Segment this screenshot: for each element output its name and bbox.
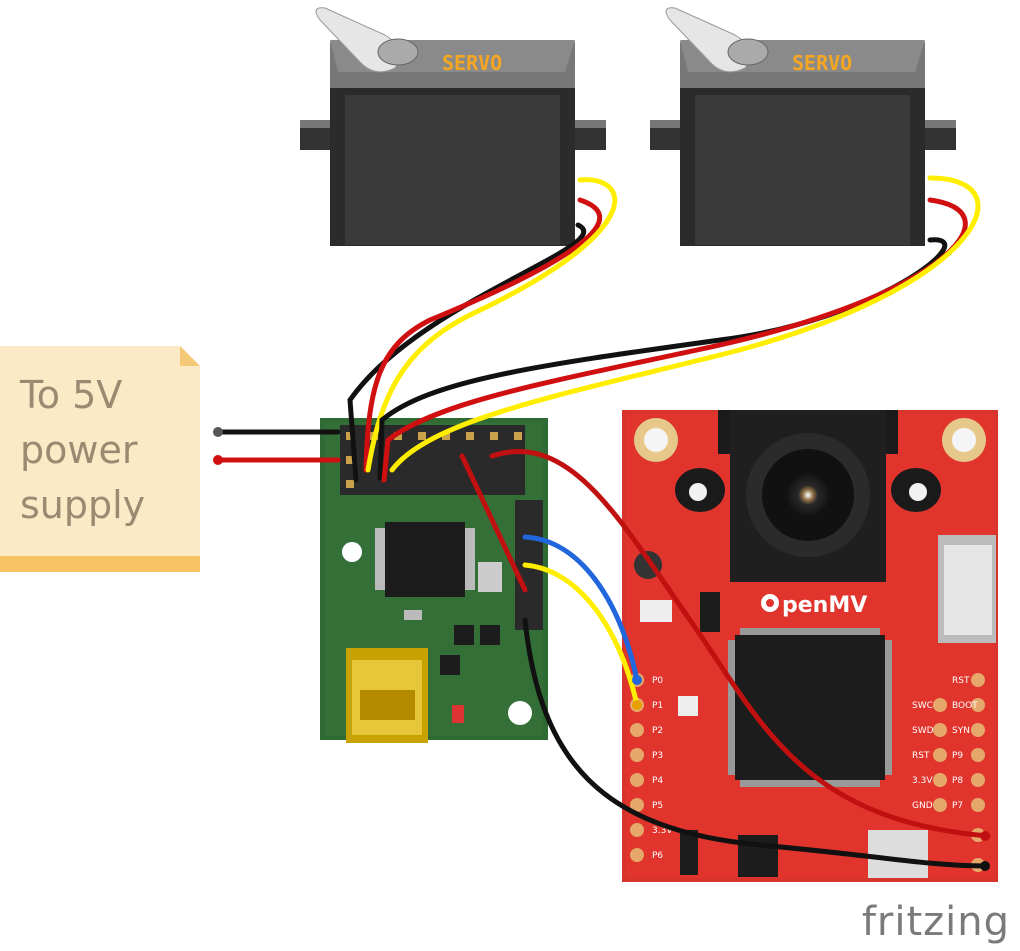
note-line-1: To 5V <box>20 373 123 417</box>
servo-1-wires <box>347 177 618 483</box>
servo-2-label: SERVO <box>792 51 852 75</box>
openmv-camera-board: penMV P0 P1 <box>622 410 998 882</box>
pin-label-p2: P2 <box>652 726 663 736</box>
pin-label-rst-b: RST <box>952 676 970 686</box>
ground-wire-black <box>522 617 988 869</box>
pin-label-p5: P5 <box>652 801 663 811</box>
power-supply-note <box>0 346 200 572</box>
pin-label-gnd: GND <box>912 801 933 811</box>
servo-motor-1: SERVO <box>300 7 606 246</box>
pin-label-p1: P1 <box>652 701 663 711</box>
pin-label-rst-a: RST <box>912 751 930 761</box>
servo-2-wires <box>377 175 981 483</box>
servo-horn-icon <box>315 7 419 73</box>
power-wire-red <box>459 448 991 839</box>
openmv-logo: penMV <box>761 593 867 618</box>
signal-wire-blue <box>522 534 640 683</box>
servo-horn-icon <box>665 7 769 73</box>
pin-label-p7: P7 <box>952 801 963 811</box>
pin-label-swd: SWD <box>912 726 934 736</box>
power-input-wires <box>215 429 341 463</box>
pin-label-p3: P3 <box>652 751 663 761</box>
pin-label-3v3-left: 3.3V <box>652 826 673 836</box>
pin-label-boot: BOOT <box>952 701 978 711</box>
pin-label-syn: SYN <box>952 726 970 736</box>
pin-label-swc: SWC <box>912 701 933 711</box>
servo-controller-board <box>320 418 548 743</box>
power-note-text: To 5V power supply <box>20 368 190 533</box>
pin-label-p8: P8 <box>952 776 963 786</box>
pin-label-p0: P0 <box>652 676 663 686</box>
wires <box>213 175 991 871</box>
usb-mini-port-icon <box>346 648 428 743</box>
wire-end-dots <box>213 427 990 871</box>
signal-wire-yellow <box>522 562 640 708</box>
fritzing-watermark: fritzing <box>861 899 1010 945</box>
pin-label-p6: P6 <box>652 851 663 861</box>
servo-1-label: SERVO <box>442 51 502 75</box>
pin-label-p9: P9 <box>952 751 963 761</box>
servo-motor-2: SERVO <box>650 7 956 246</box>
note-line-3: supply <box>20 483 146 527</box>
camera-lens-icon <box>675 410 941 582</box>
openmv-brand-text: penMV <box>782 593 867 618</box>
pin-label-p4: P4 <box>652 776 663 786</box>
pin-label-3v3-right: 3.3V <box>912 776 933 786</box>
note-line-2: power <box>20 428 138 472</box>
